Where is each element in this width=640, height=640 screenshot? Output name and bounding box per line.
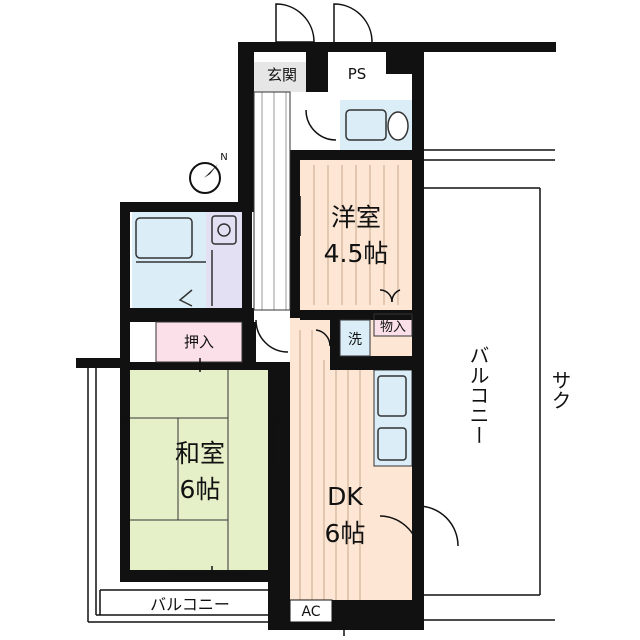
door-swings bbox=[255, 3, 459, 547]
entrance-label: 玄関 bbox=[267, 66, 297, 84]
laundry-label: 洗 bbox=[348, 332, 362, 348]
western-floor-lines bbox=[313, 165, 399, 305]
pipe-space-label: PS bbox=[348, 65, 367, 83]
closet-fill bbox=[156, 322, 242, 362]
fence-label: サク bbox=[548, 370, 572, 410]
bath-fill bbox=[132, 212, 206, 308]
windows bbox=[120, 196, 417, 636]
japanese-room-size-label: 6帖 bbox=[180, 475, 221, 504]
balcony-lower-label: バルコニー bbox=[150, 595, 230, 614]
north-arrow-icon bbox=[189, 162, 221, 194]
dk-floor-lines bbox=[299, 330, 361, 600]
western-room-size-label: 4.5帖 bbox=[324, 239, 389, 268]
walls bbox=[76, 42, 556, 630]
ac-label: AC bbox=[301, 604, 320, 620]
sink-icon bbox=[377, 375, 407, 461]
western-room-label: 洋室 bbox=[331, 203, 381, 232]
hallway-lines bbox=[261, 92, 287, 310]
room-borders bbox=[155, 91, 413, 363]
japanese-room-floor bbox=[128, 370, 268, 570]
north-marker-label: N bbox=[220, 152, 227, 163]
dk-label: DK bbox=[327, 482, 363, 511]
japanese-room-label: 和室 bbox=[175, 439, 225, 468]
laundry-fill bbox=[340, 320, 370, 356]
tatami-lines bbox=[128, 370, 229, 570]
ac-box bbox=[289, 599, 333, 623]
dk-size-label: 6帖 bbox=[325, 519, 366, 548]
wash-basin-icon bbox=[211, 215, 237, 306]
closet-label: 押入 bbox=[184, 333, 214, 351]
storage-label: 物入 bbox=[380, 320, 406, 335]
toilet-icon bbox=[345, 109, 409, 141]
balcony-main-label: バルコニー bbox=[466, 345, 490, 445]
bathtub-icon bbox=[135, 217, 206, 307]
